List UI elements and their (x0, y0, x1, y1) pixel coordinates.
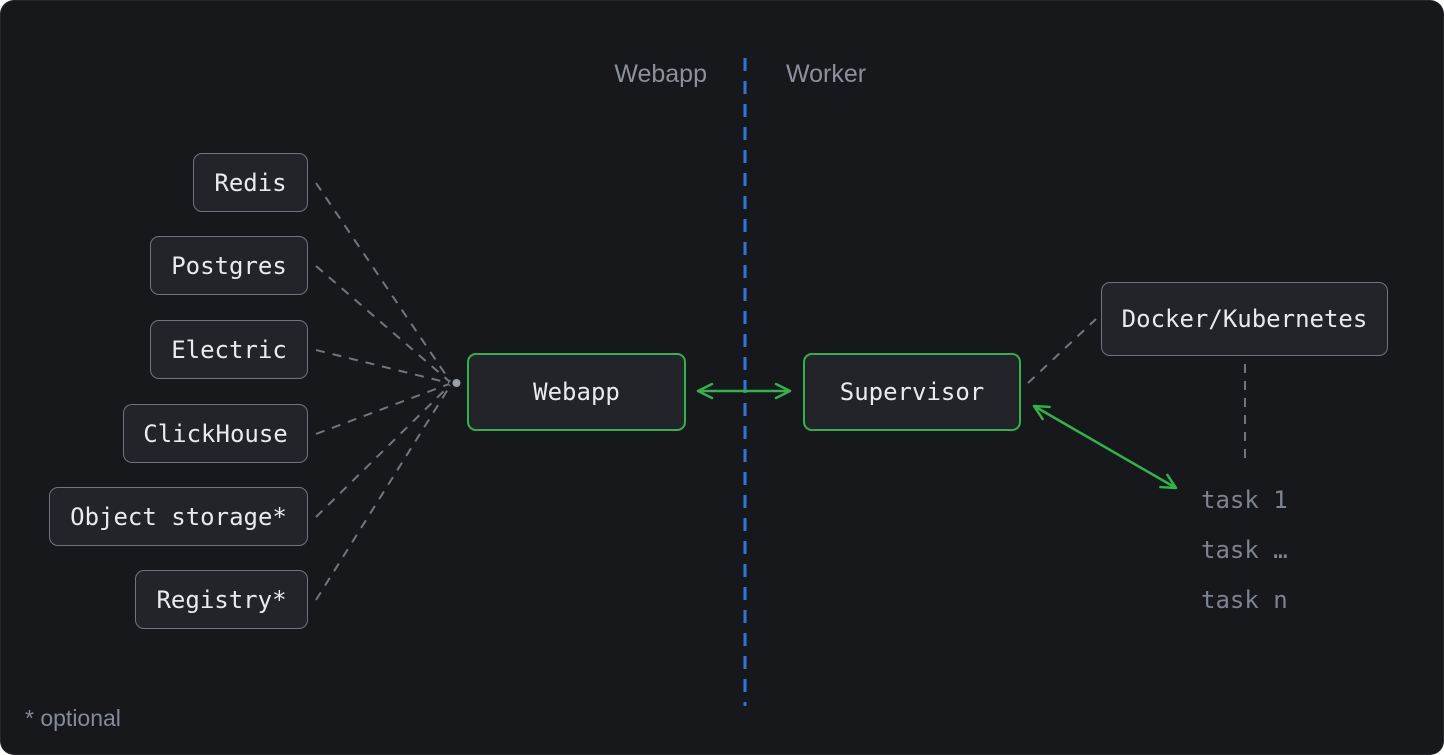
dashed-link-electric-webapp (315, 349, 450, 384)
node-redis: Redis (193, 153, 308, 212)
lane-label-worker: Worker (786, 60, 867, 88)
optional-footnote: * optional (25, 705, 121, 731)
node-electric: Electric (150, 320, 308, 379)
node-docker-kubernetes: Docker/Kubernetes (1101, 282, 1388, 356)
convergence-dot (452, 379, 461, 387)
task-label-1: task 1 (1201, 486, 1288, 514)
node-registry: Registry* (135, 570, 308, 629)
lane-label-webapp: Webapp (614, 60, 707, 88)
node-clickhouse: ClickHouse (123, 404, 308, 463)
node-supervisor: Supervisor (803, 353, 1021, 431)
dashed-link-supervisor-docker (1027, 318, 1097, 384)
dashed-link-object-storage-webapp (315, 384, 451, 518)
dashed-link-registry-webapp (315, 385, 451, 601)
dashed-link-postgres-webapp (315, 265, 451, 383)
arrow-supervisor-tasks (1032, 404, 1178, 490)
node-object-storage: Object storage* (49, 487, 308, 546)
task-label-ellipsis: task … (1201, 536, 1288, 564)
node-webapp: Webapp (467, 353, 686, 431)
dashed-link-clickhouse-webapp (315, 383, 450, 435)
dashed-link-redis-webapp (315, 182, 451, 382)
node-postgres: Postgres (150, 236, 308, 295)
task-label-n: task n (1201, 586, 1288, 614)
